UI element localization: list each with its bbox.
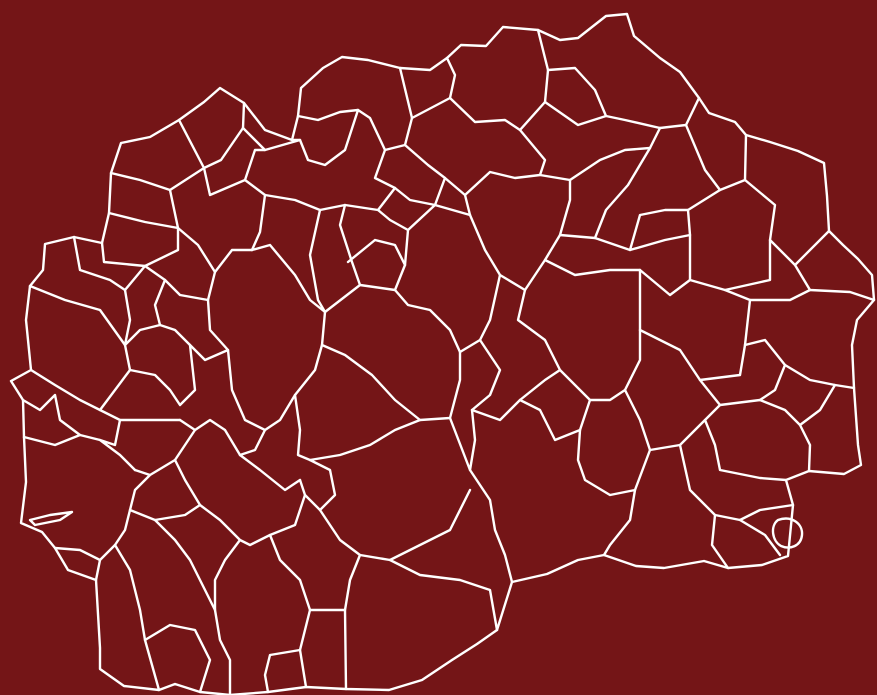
border-line	[443, 128, 547, 197]
border-line	[448, 416, 472, 472]
border-line	[684, 123, 748, 192]
border-line	[463, 178, 572, 292]
border-line	[143, 264, 210, 302]
border-line	[543, 258, 692, 297]
border-line	[263, 648, 302, 694]
border-line	[743, 178, 831, 267]
border-line	[128, 503, 202, 522]
border-line	[241, 126, 302, 152]
border-line	[376, 208, 502, 354]
border-line	[703, 418, 788, 482]
border-line	[718, 398, 812, 473]
border-line	[710, 513, 730, 570]
border-line	[143, 623, 212, 694]
border-line	[738, 518, 782, 557]
border-line	[72, 235, 147, 292]
border-line	[178, 418, 267, 457]
border-line	[576, 398, 652, 497]
border-line	[28, 284, 127, 347]
border-line	[202, 166, 267, 252]
border-line	[29, 368, 132, 412]
outer-border	[9, 12, 876, 695]
border-line	[798, 383, 837, 427]
border-line	[100, 226, 180, 268]
border-line	[771, 517, 804, 549]
border-line	[538, 126, 662, 182]
border-line	[558, 233, 597, 240]
border-line	[94, 473, 152, 582]
border-line	[346, 238, 407, 267]
border-line	[176, 226, 254, 274]
border-line	[343, 553, 362, 691]
border-line	[320, 343, 462, 422]
border-line	[206, 270, 327, 432]
border-line	[518, 398, 582, 442]
border-line	[688, 233, 772, 292]
border-line	[173, 458, 307, 547]
border-line	[98, 408, 182, 422]
country-outline	[9, 12, 876, 695]
border-line	[604, 96, 701, 130]
border-line	[123, 323, 230, 372]
border-line	[22, 433, 82, 447]
border-line	[638, 288, 752, 382]
border-line	[153, 518, 232, 695]
border-line	[123, 288, 132, 347]
border-line	[748, 288, 812, 302]
border-line	[406, 203, 472, 232]
border-line	[177, 101, 246, 170]
border-line	[388, 558, 499, 632]
border-line	[758, 363, 787, 402]
border-line	[268, 533, 312, 689]
border-line	[98, 418, 122, 447]
border-line	[133, 428, 197, 477]
border-line	[678, 443, 795, 522]
border-line	[296, 108, 360, 122]
border-line	[318, 488, 472, 562]
border-line	[468, 408, 514, 584]
border-line	[107, 188, 180, 230]
border-line	[516, 268, 642, 402]
border-line	[393, 143, 447, 207]
border-line	[308, 208, 362, 314]
border-line	[543, 66, 608, 127]
border-line	[250, 243, 327, 314]
border-line	[743, 338, 856, 390]
border-line	[128, 343, 197, 407]
border-line	[298, 66, 414, 167]
border-line	[602, 488, 637, 557]
border-line	[53, 546, 102, 562]
border-line	[28, 510, 74, 527]
border-line	[213, 538, 242, 612]
border-line	[109, 166, 206, 192]
municipality-borders	[21, 28, 876, 695]
border-line	[153, 278, 167, 327]
border-line	[21, 393, 137, 472]
border-line	[623, 378, 722, 452]
border-line	[293, 393, 337, 512]
border-line	[793, 263, 876, 302]
border-line	[238, 453, 302, 492]
border-line	[113, 543, 161, 692]
border-line	[263, 148, 397, 212]
border-line	[410, 56, 457, 120]
border-line	[243, 148, 267, 182]
border-line	[470, 338, 562, 422]
border-line	[308, 418, 422, 462]
border-line	[628, 208, 690, 252]
border-line	[338, 203, 397, 292]
